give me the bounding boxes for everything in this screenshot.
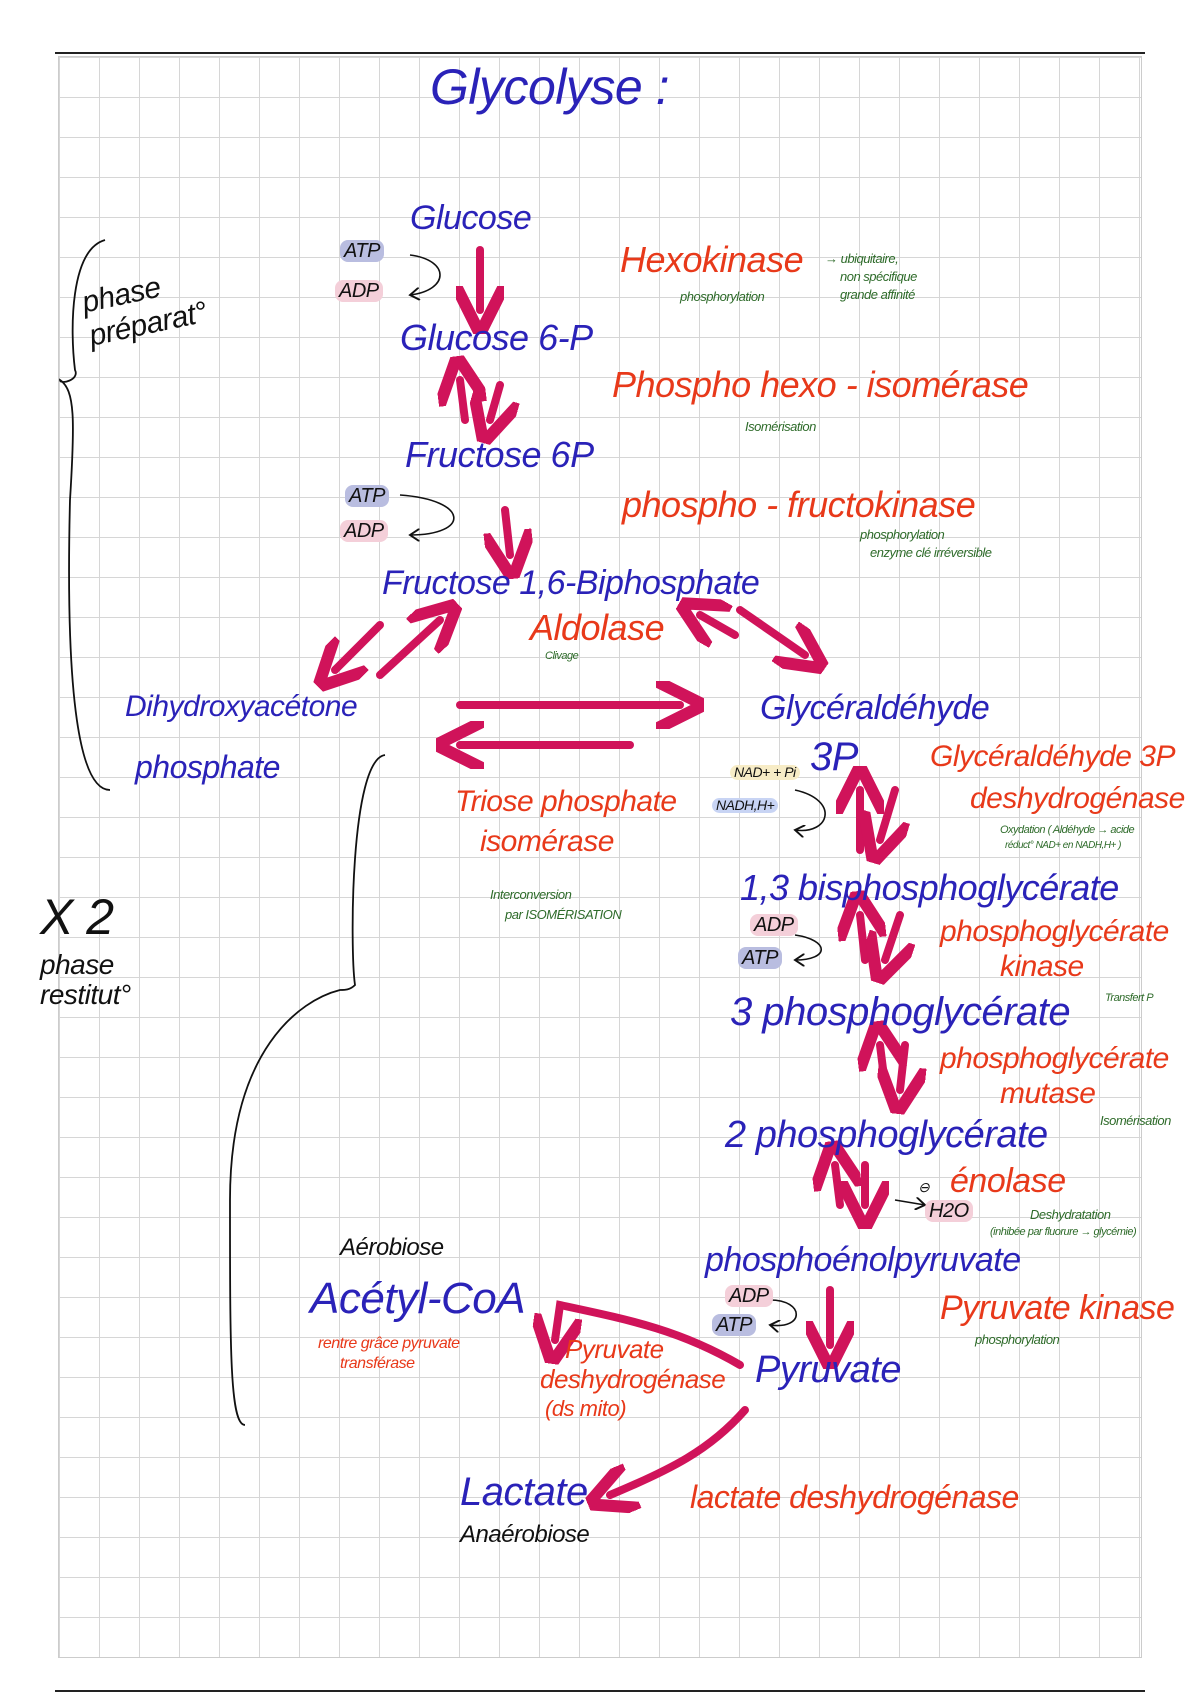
note-hexokinase-props-3: grande affinité [840,287,915,302]
note-tpi-reaction-2: par ISOMÉRISATION [505,907,622,922]
cofactor-arrow-2 [399,494,455,535]
arrow-pyruvate-acetylcoa [555,1300,744,1369]
note-gapdh-reaction-1: Oxydation ( Aldéhyde → acide [1000,824,1135,836]
brace-restitution [229,754,386,1426]
enzyme-pgm-line2: mutase [1000,1077,1096,1110]
page-title: Glycolyse : [430,59,670,115]
arrow-g6p-f6p-down [490,381,500,420]
cofactor-atp-3: ATP [738,947,782,969]
enzyme-pdh-line2: deshydrogénase [540,1364,726,1394]
enzyme-phosphohexo-isomerase: Phospho hexo - isomérase [612,364,1029,405]
enzyme-aldolase: Aldolase [530,607,665,648]
note-tpi-reaction-1: Interconversion [490,887,572,902]
metabolite-g3p-line2: 3P [810,735,858,779]
metabolite-g3p-line1: Glycéraldéhyde [760,689,990,727]
enzyme-lactate-dehydrogenase: lactate deshydrogénase [690,1479,1019,1515]
metabolite-13-bisphosphoglycerate: 1,3 bisphosphoglycérate [740,867,1119,908]
metabolite-2-phosphoglycerate: 2 phosphoglycérate [725,1114,1048,1156]
cofactor-arrow-6 [770,1299,797,1326]
metabolite-dhap-line1: Dihydroxyacétone [125,690,358,723]
enzyme-tpi-line2: isomérase [480,825,614,858]
note-phi-reaction: Isomérisation [745,419,816,434]
enzyme-phosphofructokinase: phospho - fructokinase [622,484,976,525]
note-hexokinase-props-2: non spécifique [840,269,917,284]
metabolite-glucose: Glucose [410,199,532,237]
arrow-pg3-pg2-down [900,1041,905,1090]
metabolite-fructose-16bp: Fructose 1,6-Biphosphate [382,564,760,602]
arrow-f6p-f16bp [505,506,510,555]
metabolite-lactate: Lactate [460,1470,588,1514]
arrow-f16bp-g3p-down [736,606,805,655]
brace-preparation [59,239,111,791]
bottom-rule [55,1690,1145,1692]
note-gapdh-reaction-2: réduct° NAD+ en NADH,H+ ) [1005,840,1122,851]
top-rule [55,52,1145,54]
note-acetylcoa-1: rentre grâce pyruvate [318,1335,460,1352]
metabolite-phosphoenolpyruvate: phosphoénolpyruvate [705,1241,1021,1279]
enzyme-gapdh-line1: Glycéraldéhyde 3P [930,740,1175,773]
note-pgk-reaction: Transfert P [1105,992,1154,1004]
label-anaerobiose: Anaérobiose [460,1521,590,1548]
note-enolase-reaction-1: Deshydratation [1030,1207,1111,1222]
cofactor-arrow-4 [795,934,823,960]
arrow-pg2-pep-up [835,1165,840,1209]
note-enolase-reaction-2: (inhibée par fluorure → glycémie) [990,1226,1137,1238]
metabolite-pyruvate: Pyruvate [755,1349,901,1391]
enzyme-pgk-line1: phosphoglycérate [940,915,1169,948]
phase-restitution-label: phase restitut° [40,949,131,1010]
arrow-f16bp-dhap [335,621,384,670]
cofactor-arrow-5 [894,1200,925,1205]
note-acetylcoa-2: transférase [340,1355,415,1372]
grid-paper [58,56,1142,1658]
arrow-bpg-pg3-up [860,915,865,964]
metabolite-glucose-6p: Glucose 6-P [400,317,593,358]
arrow-g6p-f6p-up [460,380,465,424]
enolase-inhibition-sign: ⊖ [918,1179,930,1195]
arrow-dhap-f16bp [376,620,440,679]
label-aerobiose: Aérobiose [340,1234,444,1261]
metabolite-dhap-line2: phosphate [135,749,280,785]
cofactor-h2o: H2O [925,1200,973,1222]
note-hexokinase-reaction: phosphorylation [680,289,765,304]
phase-multiplier: X 2 [40,889,114,945]
cofactor-atp-1: ATP [340,240,384,262]
note-hexokinase-props-1: → ubiquitaire, [825,251,899,266]
note-pfk-reaction: phosphorylation [860,527,945,542]
cofactor-adp-2: ADP [340,520,388,542]
note-aldolase-reaction: Clivage [545,650,579,662]
metabolite-acetyl-coa: Acétyl-CoA [310,1274,526,1323]
enzyme-pgk-line2: kinase [1000,950,1084,983]
enzyme-enolase: énolase [950,1162,1066,1200]
arrow-pg3-pg2-up [880,1045,885,1089]
enzyme-pdh-line1: Pyruvate [565,1334,664,1364]
enzyme-hexokinase: Hexokinase [620,239,804,280]
cofactor-adp-4: ADP [725,1285,773,1307]
cofactor-nad: NAD+ + Pi [730,764,800,781]
cofactor-atp-4: ATP [712,1314,756,1336]
arrow-bpg-pg3-down [885,911,900,960]
metabolite-fructose-6p: Fructose 6P [405,434,594,475]
metabolite-3-phosphoglycerate: 3 phosphoglycérate [730,990,1071,1034]
arrow-g3p-bpg-down [880,786,895,840]
note-pgm-reaction: Isomérisation [1100,1113,1171,1128]
enzyme-pyruvate-kinase: Pyruvate kinase [940,1289,1175,1327]
enzyme-pdh-line3: (ds mito) [545,1396,627,1421]
arrow-f16bp-g3p-up [700,615,739,635]
cofactor-atp-2: ATP [345,485,389,507]
cofactor-adp-3: ADP [750,914,798,936]
enzyme-tpi-line1: Triose phosphate [455,785,677,818]
enzyme-pgm-line1: phosphoglycérate [940,1042,1169,1075]
note-pk-reaction: phosphorylation [975,1332,1060,1347]
arrow-pyruvate-lactate [610,1406,749,1495]
cofactor-arrow-3 [795,789,826,830]
cofactor-nadh: NADH,H+ [712,797,779,814]
enzyme-gapdh-line2: deshydrogénase [970,782,1185,815]
cofactor-arrow-1 [410,254,441,295]
cofactor-adp-1: ADP [335,280,383,302]
note-pfk-props: enzyme clé irréversible [870,545,992,560]
